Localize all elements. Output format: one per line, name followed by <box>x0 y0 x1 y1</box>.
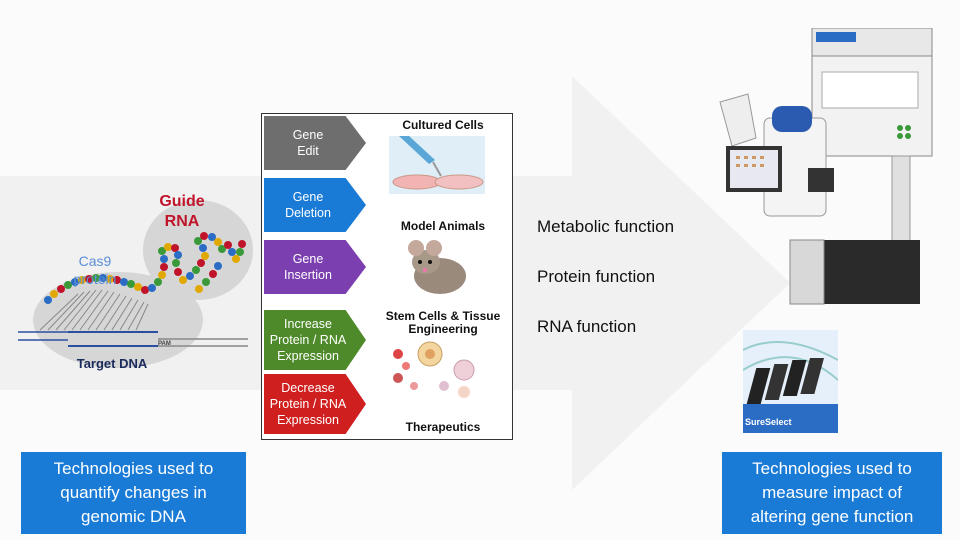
pam-label: PAM <box>158 341 171 347</box>
model-animals-title: Model Animals <box>400 219 486 233</box>
gene-deletion-chevron: Gene Deletion <box>264 178 366 232</box>
left-technologies-text: Technologies used to quantify changes in… <box>53 459 214 526</box>
cas9-protein-label: Cas9 protein <box>73 253 117 287</box>
stem-cells-title: Stem Cells & Tissue Engineering <box>374 310 512 336</box>
gene-insertion-chevron: Gene Insertion <box>264 240 366 294</box>
decrease-expression-label: Decrease Protein / RNA Expression <box>269 381 347 427</box>
rna-function-text: RNA function <box>537 317 637 336</box>
therapeutics-title: Therapeutics <box>405 420 481 434</box>
gene-deletion-label: Gene Deletion <box>285 190 331 220</box>
guide-rna-label: Guide RNA <box>159 193 205 230</box>
mouse-image <box>408 240 466 294</box>
crispr-diagram <box>18 200 253 368</box>
stem-cells-image <box>393 341 475 398</box>
left-technologies-box: Technologies used to quantify changes in… <box>21 452 246 534</box>
lab-instruments-image <box>719 28 933 305</box>
gene-insertion-label: Gene Insertion <box>284 252 332 282</box>
sureselect-logo-text: SureSelect <box>745 417 792 427</box>
increase-expression-label: Increase Protein / RNA Expression <box>269 317 347 363</box>
decrease-expression-chevron: Decrease Protein / RNA Expression <box>264 374 366 434</box>
cultured-cells-title: Cultured Cells <box>402 118 484 132</box>
gene-edit-label: Gene Edit <box>292 128 324 158</box>
stem-cells-text: Stem Cells & Tissue Engineering <box>385 309 501 336</box>
applications-panel: Gene Edit Gene Deletion Gene Insertion I… <box>261 113 513 440</box>
target-dna-label: Target DNA <box>76 356 148 371</box>
sureselect-graphic <box>742 330 839 433</box>
protein-function-text: Protein function <box>537 267 656 286</box>
cultured-cells-image <box>389 136 485 194</box>
rna-beads <box>44 232 246 304</box>
metabolic-function-text: Metabolic function <box>537 217 675 236</box>
sureselect-logo: SureSelect <box>742 330 839 433</box>
gene-edit-chevron: Gene Edit <box>264 116 366 170</box>
increase-expression-chevron: Increase Protein / RNA Expression <box>264 310 366 370</box>
dna-ladder <box>39 289 149 331</box>
right-technologies-text: Technologies used to measure impact of a… <box>750 459 914 526</box>
crispr-cas9-illustration: Guide RNA Cas9 protein Target DNA PAM <box>18 190 258 375</box>
right-technologies-box: Technologies used to measure impact of a… <box>722 452 942 534</box>
